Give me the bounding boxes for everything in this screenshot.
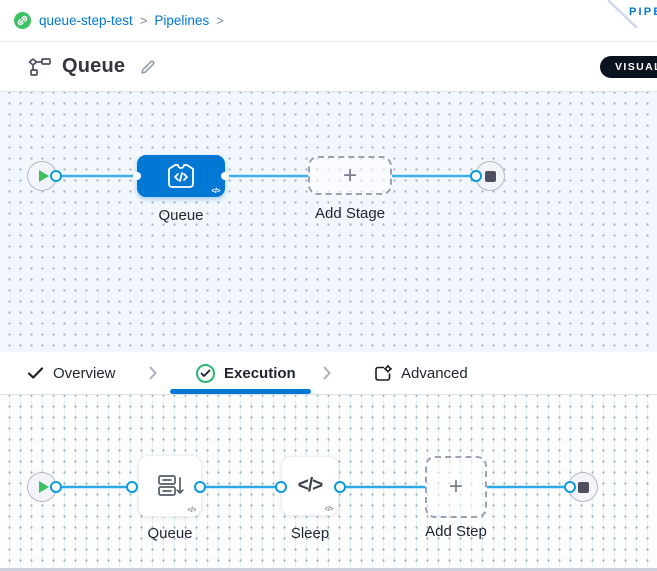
play-icon	[38, 170, 49, 182]
connector-port	[334, 481, 346, 493]
connector-port	[194, 481, 206, 493]
title-bar: Queue VISUAL	[0, 42, 657, 92]
stage-node-queue[interactable]: </>	[133, 155, 229, 197]
custom-stage-icon	[168, 163, 194, 188]
check-circle-icon	[196, 363, 215, 383]
breadcrumb-project-link[interactable]: queue-step-test	[39, 13, 133, 28]
bottom-scrollbar-strip[interactable]	[0, 568, 657, 571]
stop-icon	[577, 481, 589, 493]
advanced-gear-icon	[375, 364, 392, 381]
breadcrumb-separator: >	[139, 13, 148, 28]
code-badge: </>	[324, 506, 333, 513]
tab-execution[interactable]: Execution	[196, 352, 296, 394]
tab-overview-label: Overview	[53, 364, 116, 382]
ribbon-diagonal-edge	[607, 0, 642, 28]
execution-canvas[interactable]: </> Queue </> </> Sleep + Add Step	[0, 395, 657, 571]
chevron-right-icon	[322, 352, 332, 394]
pipeline-icon	[28, 57, 51, 76]
add-step-label: Add Step	[425, 523, 487, 540]
tab-advanced-label: Advanced	[401, 364, 468, 382]
tab-overview[interactable]: Overview	[27, 352, 116, 394]
queue-step-icon	[158, 475, 184, 496]
stop-icon	[484, 170, 496, 182]
chevron-right-icon	[148, 352, 158, 394]
add-stage-button[interactable]: +	[308, 156, 392, 195]
pipeline-studio-ribbon: PIPELINE STUDIO	[629, 6, 657, 18]
stage-canvas[interactable]: </> Queue + Add Stage	[0, 92, 657, 352]
code-badge: </>	[187, 507, 196, 514]
breadcrumb-separator: >	[216, 13, 224, 28]
breadcrumb-pipelines-link[interactable]: Pipelines	[154, 13, 210, 28]
tab-execution-label: Execution	[224, 364, 296, 382]
step-label: Queue	[147, 525, 193, 542]
plus-icon: +	[448, 473, 463, 500]
plus-icon: +	[342, 161, 357, 189]
add-step-button[interactable]: +	[425, 456, 487, 518]
stage-connectors	[56, 174, 476, 178]
harness-project-icon	[14, 12, 31, 29]
breadcrumb: queue-step-test > Pipelines >	[0, 0, 657, 42]
check-icon	[27, 367, 44, 379]
active-tab-underline	[170, 389, 311, 394]
connector-port	[126, 481, 138, 493]
connector-port	[564, 481, 576, 493]
connector-port	[275, 481, 287, 493]
stage-label: Queue	[158, 207, 204, 224]
view-toggle-visual[interactable]: VISUAL	[600, 56, 657, 78]
step-label: Sleep	[290, 525, 330, 542]
edit-pencil-icon[interactable]	[139, 58, 157, 76]
step-node-sleep[interactable]: </> </>	[281, 456, 339, 516]
play-icon	[38, 481, 49, 493]
code-badge: </>	[211, 188, 220, 195]
page-title: Queue	[62, 55, 126, 77]
connector-port	[50, 481, 62, 493]
code-step-icon: </>	[297, 475, 324, 496]
step-node-queue[interactable]: </>	[138, 455, 202, 517]
connector-port	[50, 170, 62, 182]
add-stage-label: Add Stage	[314, 205, 386, 222]
connector-port	[470, 170, 482, 182]
tab-advanced[interactable]: Advanced	[374, 352, 468, 394]
stage-config-tabs: Overview Execution Advanced	[0, 352, 657, 395]
